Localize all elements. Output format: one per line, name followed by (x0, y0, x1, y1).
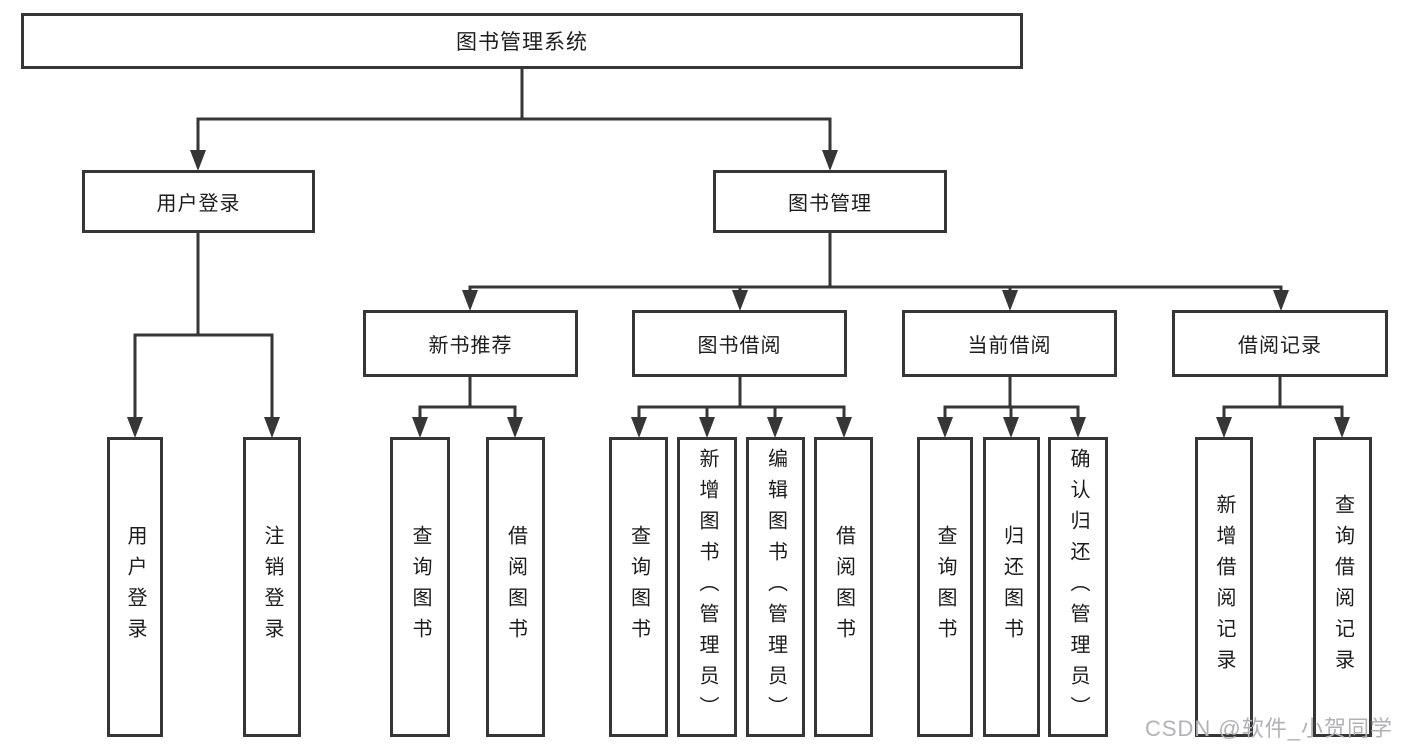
node-borrowing-records: 借阅记录 (1172, 310, 1388, 377)
leaf-edit-books-admin: 编辑图书（管理员） (746, 437, 805, 737)
leaf-return-books: 归还图书 (983, 437, 1040, 737)
node-new-book-recommendation: 新书推荐 (363, 310, 578, 377)
node-label: 查询借阅记录 (1331, 494, 1354, 680)
leaf-query-books: 查询图书 (390, 437, 450, 737)
node-user-login-branch: 用户登录 (82, 170, 315, 233)
node-label: 图书管理系统 (456, 31, 588, 54)
node-label: 图书借阅 (697, 335, 782, 357)
node-label: 查询图书 (934, 525, 956, 649)
leaf-query-borrow-record: 查询借阅记录 (1313, 437, 1372, 737)
leaf-query-books: 查询图书 (917, 437, 973, 737)
node-label: 新增借阅记录 (1213, 494, 1235, 680)
node-label: 归还图书 (1000, 525, 1023, 649)
node-label: 借阅图书 (832, 525, 855, 649)
node-label: 借阅图书 (504, 525, 527, 649)
node-label: 当前借阅 (967, 335, 1052, 357)
node-label: 用户登录 (124, 525, 146, 649)
leaf-user-login: 用户登录 (107, 437, 163, 737)
node-label: 图书管理 (788, 193, 872, 215)
leaf-borrow-books: 借阅图书 (814, 437, 873, 737)
node-label: 借阅记录 (1238, 335, 1322, 357)
node-book-borrowing: 图书借阅 (632, 310, 847, 377)
node-book-management-branch: 图书管理 (713, 170, 947, 233)
node-current-borrowing: 当前借阅 (902, 310, 1117, 377)
leaf-query-books: 查询图书 (609, 437, 668, 737)
node-label: 确认归还（管理员） (1067, 447, 1089, 727)
node-label: 新增图书（管理员） (696, 447, 718, 727)
leaf-add-books-admin: 新增图书（管理员） (677, 437, 737, 737)
leaf-add-borrow-record: 新增借阅记录 (1195, 437, 1253, 737)
leaf-logout: 注销登录 (243, 437, 301, 737)
leaf-confirm-return-admin: 确认归还（管理员） (1048, 437, 1108, 737)
csdn-watermark: CSDN @软件_小贺同学 (1144, 716, 1393, 741)
node-label: 用户登录 (156, 193, 241, 215)
arrowheads (127, 150, 1350, 438)
node-label: 查询图书 (627, 525, 650, 649)
node-label: 查询图书 (409, 525, 431, 649)
leaf-borrow-books: 借阅图书 (486, 437, 545, 737)
node-label: 注销登录 (261, 525, 283, 649)
node-label: 编辑图书（管理员） (764, 447, 787, 727)
node-label: 新书推荐 (428, 335, 513, 357)
node-library-management-system: 图书管理系统 (21, 13, 1023, 69)
